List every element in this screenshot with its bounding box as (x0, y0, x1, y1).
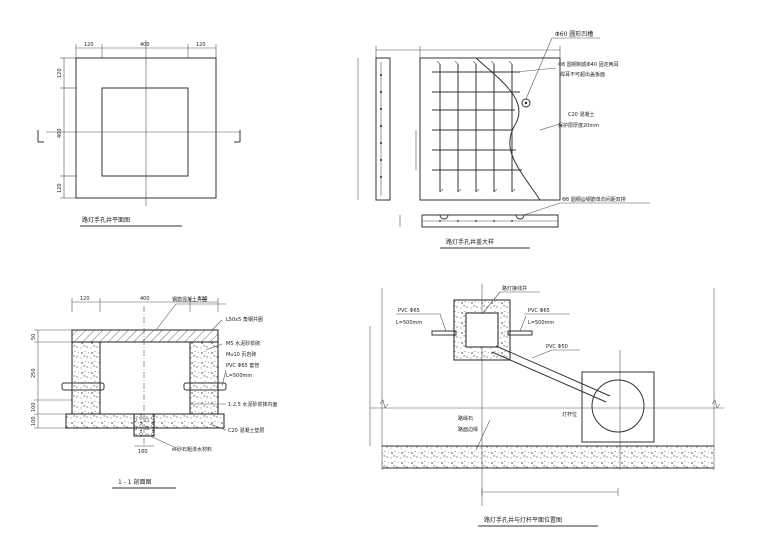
plan-dim-left-3: 120 (57, 183, 63, 193)
section-dim-bottom: 160 (138, 449, 148, 455)
section-label-brick: Mu10 页岩砖 (226, 351, 256, 358)
cover-label-groove: Φ60 圆形凹槽 (555, 30, 593, 38)
plan-dim-top-1: 120 (84, 42, 94, 48)
section-label-pvc-length: L=500mm (226, 373, 252, 379)
layout-pipe-left (431, 330, 457, 336)
layout-road-band (382, 446, 714, 468)
section-wall-left (71, 341, 101, 415)
layout-view: 路灯接线井 PVC Φ65 L=500mm PVC Φ65 L=500mm PV… (369, 284, 724, 527)
section-dim-left-1: 50 (31, 334, 37, 340)
section-dim-left-3: 100 (31, 402, 37, 412)
layout-label-pvc-50: PVC Φ50 (546, 344, 568, 350)
section-caption: 1 - 1 剖面图 (118, 478, 152, 486)
cover-side-view (375, 57, 391, 201)
cover-label-concrete: C20 混凝土 (568, 111, 594, 118)
cover-plate-outline (419, 57, 561, 201)
cover-rebar-grid (432, 60, 522, 193)
plan-caption: 路灯手孔井平面图 (82, 216, 130, 224)
cover-break-line (475, 57, 541, 201)
layout-pole-base (581, 371, 655, 443)
section-dim-top-2: 400 (140, 296, 150, 302)
layout-label-pvc-left-length: L=500mm (396, 320, 422, 326)
section-dim-top-3: 120 (198, 296, 208, 302)
layout-label-curb: 路缘石 (458, 415, 473, 422)
layout-caption: 路灯手孔井与灯杆平面位置图 (484, 516, 562, 524)
section-label-angle: L50x5 角钢井圈 (226, 316, 263, 323)
section-pipe-left (61, 382, 105, 391)
cover-plate-detail: Φ60 圆形凹槽 Φ8 圆钢制成Φ40 固定两耳 焊耳不可超出盖板面 C20 混… (357, 30, 650, 249)
layout-label-pvc-right: PVC Φ65 (528, 308, 550, 314)
layout-junction-inner (465, 312, 499, 348)
section-label-cover: 钢筋混凝土井盖 (172, 296, 207, 303)
plan-view: 120 400 120 120 400 120 路灯手孔井平面图 (37, 40, 241, 227)
layout-label-pvc-right-length: L=500mm (528, 320, 554, 326)
cover-label-cover: 保护层厚度20mm (558, 122, 599, 129)
section-dim-left-4: 100 (31, 416, 37, 426)
section-pipe-right (183, 382, 227, 391)
plan-dim-top-2: 400 (140, 42, 150, 48)
section-cover (71, 329, 219, 343)
layout-label-road-edge: 路面边缘 (458, 426, 478, 433)
section-dim-left-2: 250 (31, 368, 37, 378)
section-label-mortar: M5 水泥砂浆砌 (226, 340, 260, 347)
section-label-gravel: 碎砂石粗渗水材料 (172, 446, 212, 453)
section-view: 120 400 120 50 250 100 100 160 钢筋混凝土井盖 (31, 296, 277, 489)
section-label-cushion: C20 混凝土垫层 (228, 427, 264, 434)
plan-dim-top-3: 120 (196, 42, 206, 48)
section-wall-right (189, 341, 219, 415)
cover-bottom-hooks (439, 214, 525, 220)
layout-pole-circle (591, 379, 645, 433)
cover-side-rebar-dots (380, 74, 382, 178)
section-dim-top-1: 120 (80, 296, 90, 302)
section-label-pvc: PVC Φ65 套管 (226, 362, 259, 369)
layout-label-junction: 路灯接线井 (502, 285, 527, 292)
layout-label-pvc-left: PVC Φ65 (398, 308, 420, 314)
cover-label-ear-note: 焊耳不可超出盖板面 (560, 71, 605, 78)
plan-dim-left-2: 400 (57, 128, 63, 138)
cover-caption: 路灯手孔井盖大样 (446, 238, 494, 246)
cover-label-rebar: Φ8 圆钢@钢筋单向间距双排 (562, 196, 626, 203)
layout-label-pole: 灯杆位 (562, 411, 577, 418)
cover-label-ear: Φ8 圆钢制成Φ40 固定两耳 (558, 61, 619, 68)
section-label-plaster: 1:2.5 水泥砂浆抹内面 (228, 401, 277, 408)
layout-pipe-right (507, 330, 533, 336)
plan-dim-left-1: 120 (57, 68, 63, 78)
